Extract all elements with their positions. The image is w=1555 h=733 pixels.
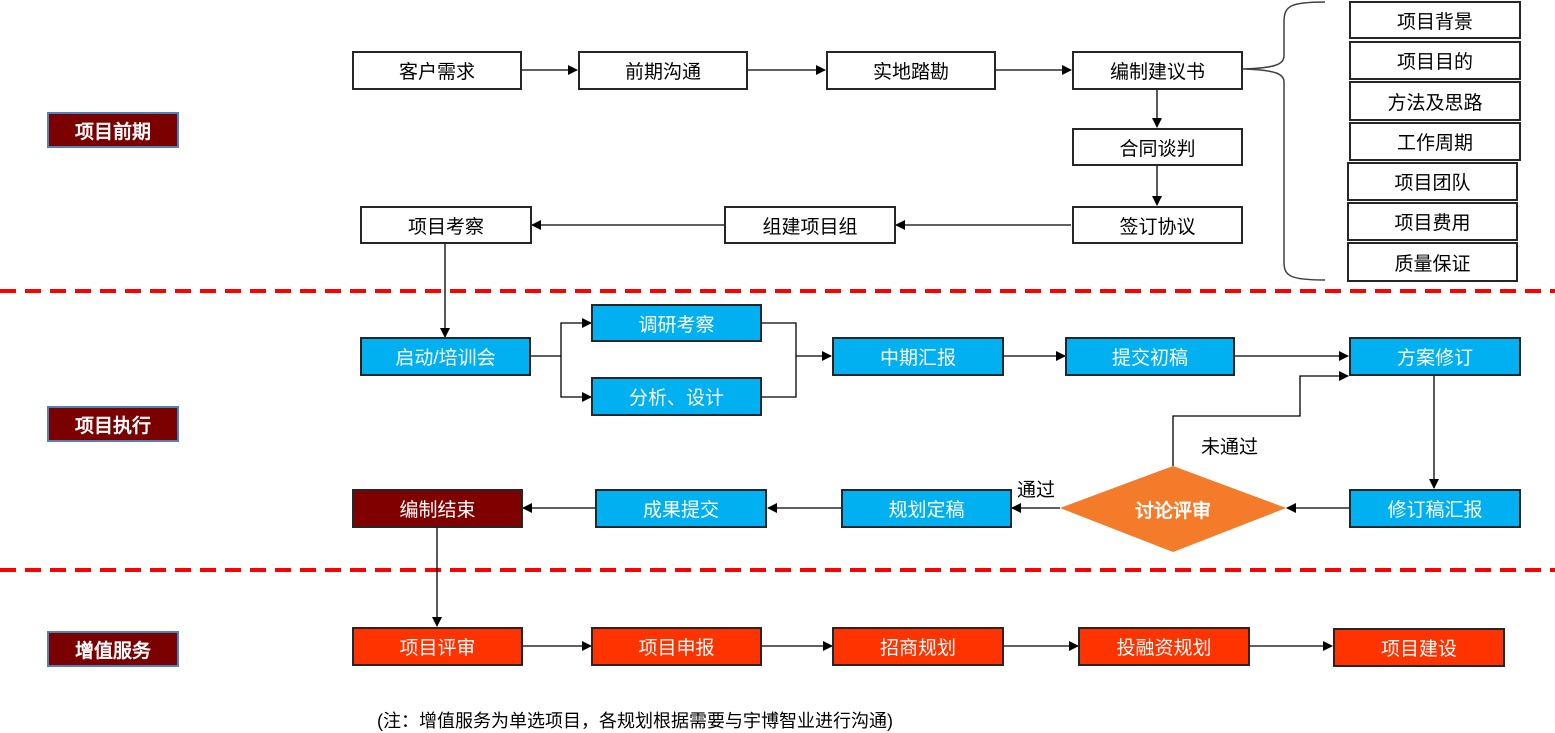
node-project-construction: 项目建设 [1333, 628, 1505, 667]
node-review: 讨论评审 [1134, 501, 1211, 522]
node-revise-plan: 方案修订 [1349, 337, 1521, 376]
footnote: (注：增值服务为单选项目，各规划根据需要与宇博智业进行沟通) [377, 711, 893, 731]
node-form-team: 组建项目组 [724, 206, 896, 244]
node-contract-negotiation: 合同谈判 [1072, 128, 1243, 166]
node-compile-end: 编制结束 [352, 489, 523, 528]
node-analysis: 分析、设计 [591, 377, 762, 416]
node-finalize-plan: 规划定稿 [841, 489, 1012, 528]
phase-label-execution: 项目执行 [47, 406, 179, 442]
node-site-survey: 实地踏勘 [826, 51, 996, 90]
proposal-item: 方法及思路 [1349, 81, 1521, 121]
proposal-item: 项目目的 [1349, 41, 1521, 80]
proposal-item: 工作周期 [1349, 122, 1521, 161]
node-submit-draft: 提交初稿 [1065, 337, 1235, 376]
node-research: 调研考察 [591, 304, 762, 342]
label-passed: 通过 [1017, 480, 1056, 501]
node-midterm-report: 中期汇报 [832, 337, 1004, 376]
node-financing-plan: 投融资规划 [1078, 627, 1250, 666]
node-project-application: 项目申报 [591, 627, 762, 666]
node-proposal: 编制建议书 [1072, 51, 1243, 90]
proposal-item: 项目背景 [1349, 1, 1521, 39]
node-investment-attraction: 招商规划 [832, 627, 1004, 666]
proposal-item: 质量保证 [1347, 242, 1518, 282]
node-initial-communication: 前期沟通 [578, 51, 748, 90]
node-project-review: 项目评审 [352, 627, 523, 666]
node-customer-demand: 客户需求 [352, 51, 522, 90]
node-revision-report: 修订稿汇报 [1349, 489, 1521, 528]
review-diamond [1060, 466, 1286, 552]
proposal-item: 项目团队 [1347, 162, 1518, 201]
node-submit-results: 成果提交 [595, 489, 767, 528]
proposal-brace [1242, 1, 1326, 281]
phase-label-early: 项目前期 [47, 112, 179, 148]
node-project-inspection: 项目考察 [360, 206, 532, 244]
label-not-passed: 未通过 [1201, 437, 1259, 458]
node-sign-agreement: 签订协议 [1072, 206, 1243, 244]
proposal-item: 项目费用 [1347, 202, 1518, 241]
node-kickoff: 启动/培训会 [360, 337, 531, 376]
phase-label-value-added: 增值服务 [47, 631, 179, 667]
